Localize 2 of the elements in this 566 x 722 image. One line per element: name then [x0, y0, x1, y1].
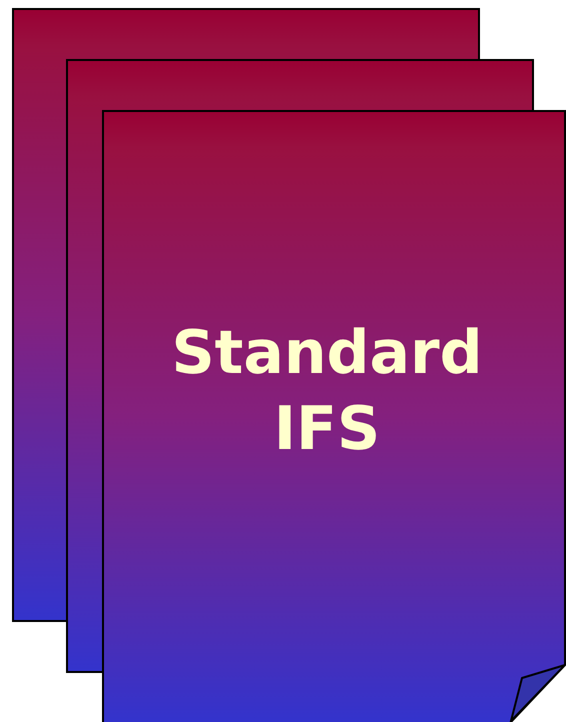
page-title: Standard IFS [170, 317, 484, 466]
page [102, 110, 566, 722]
